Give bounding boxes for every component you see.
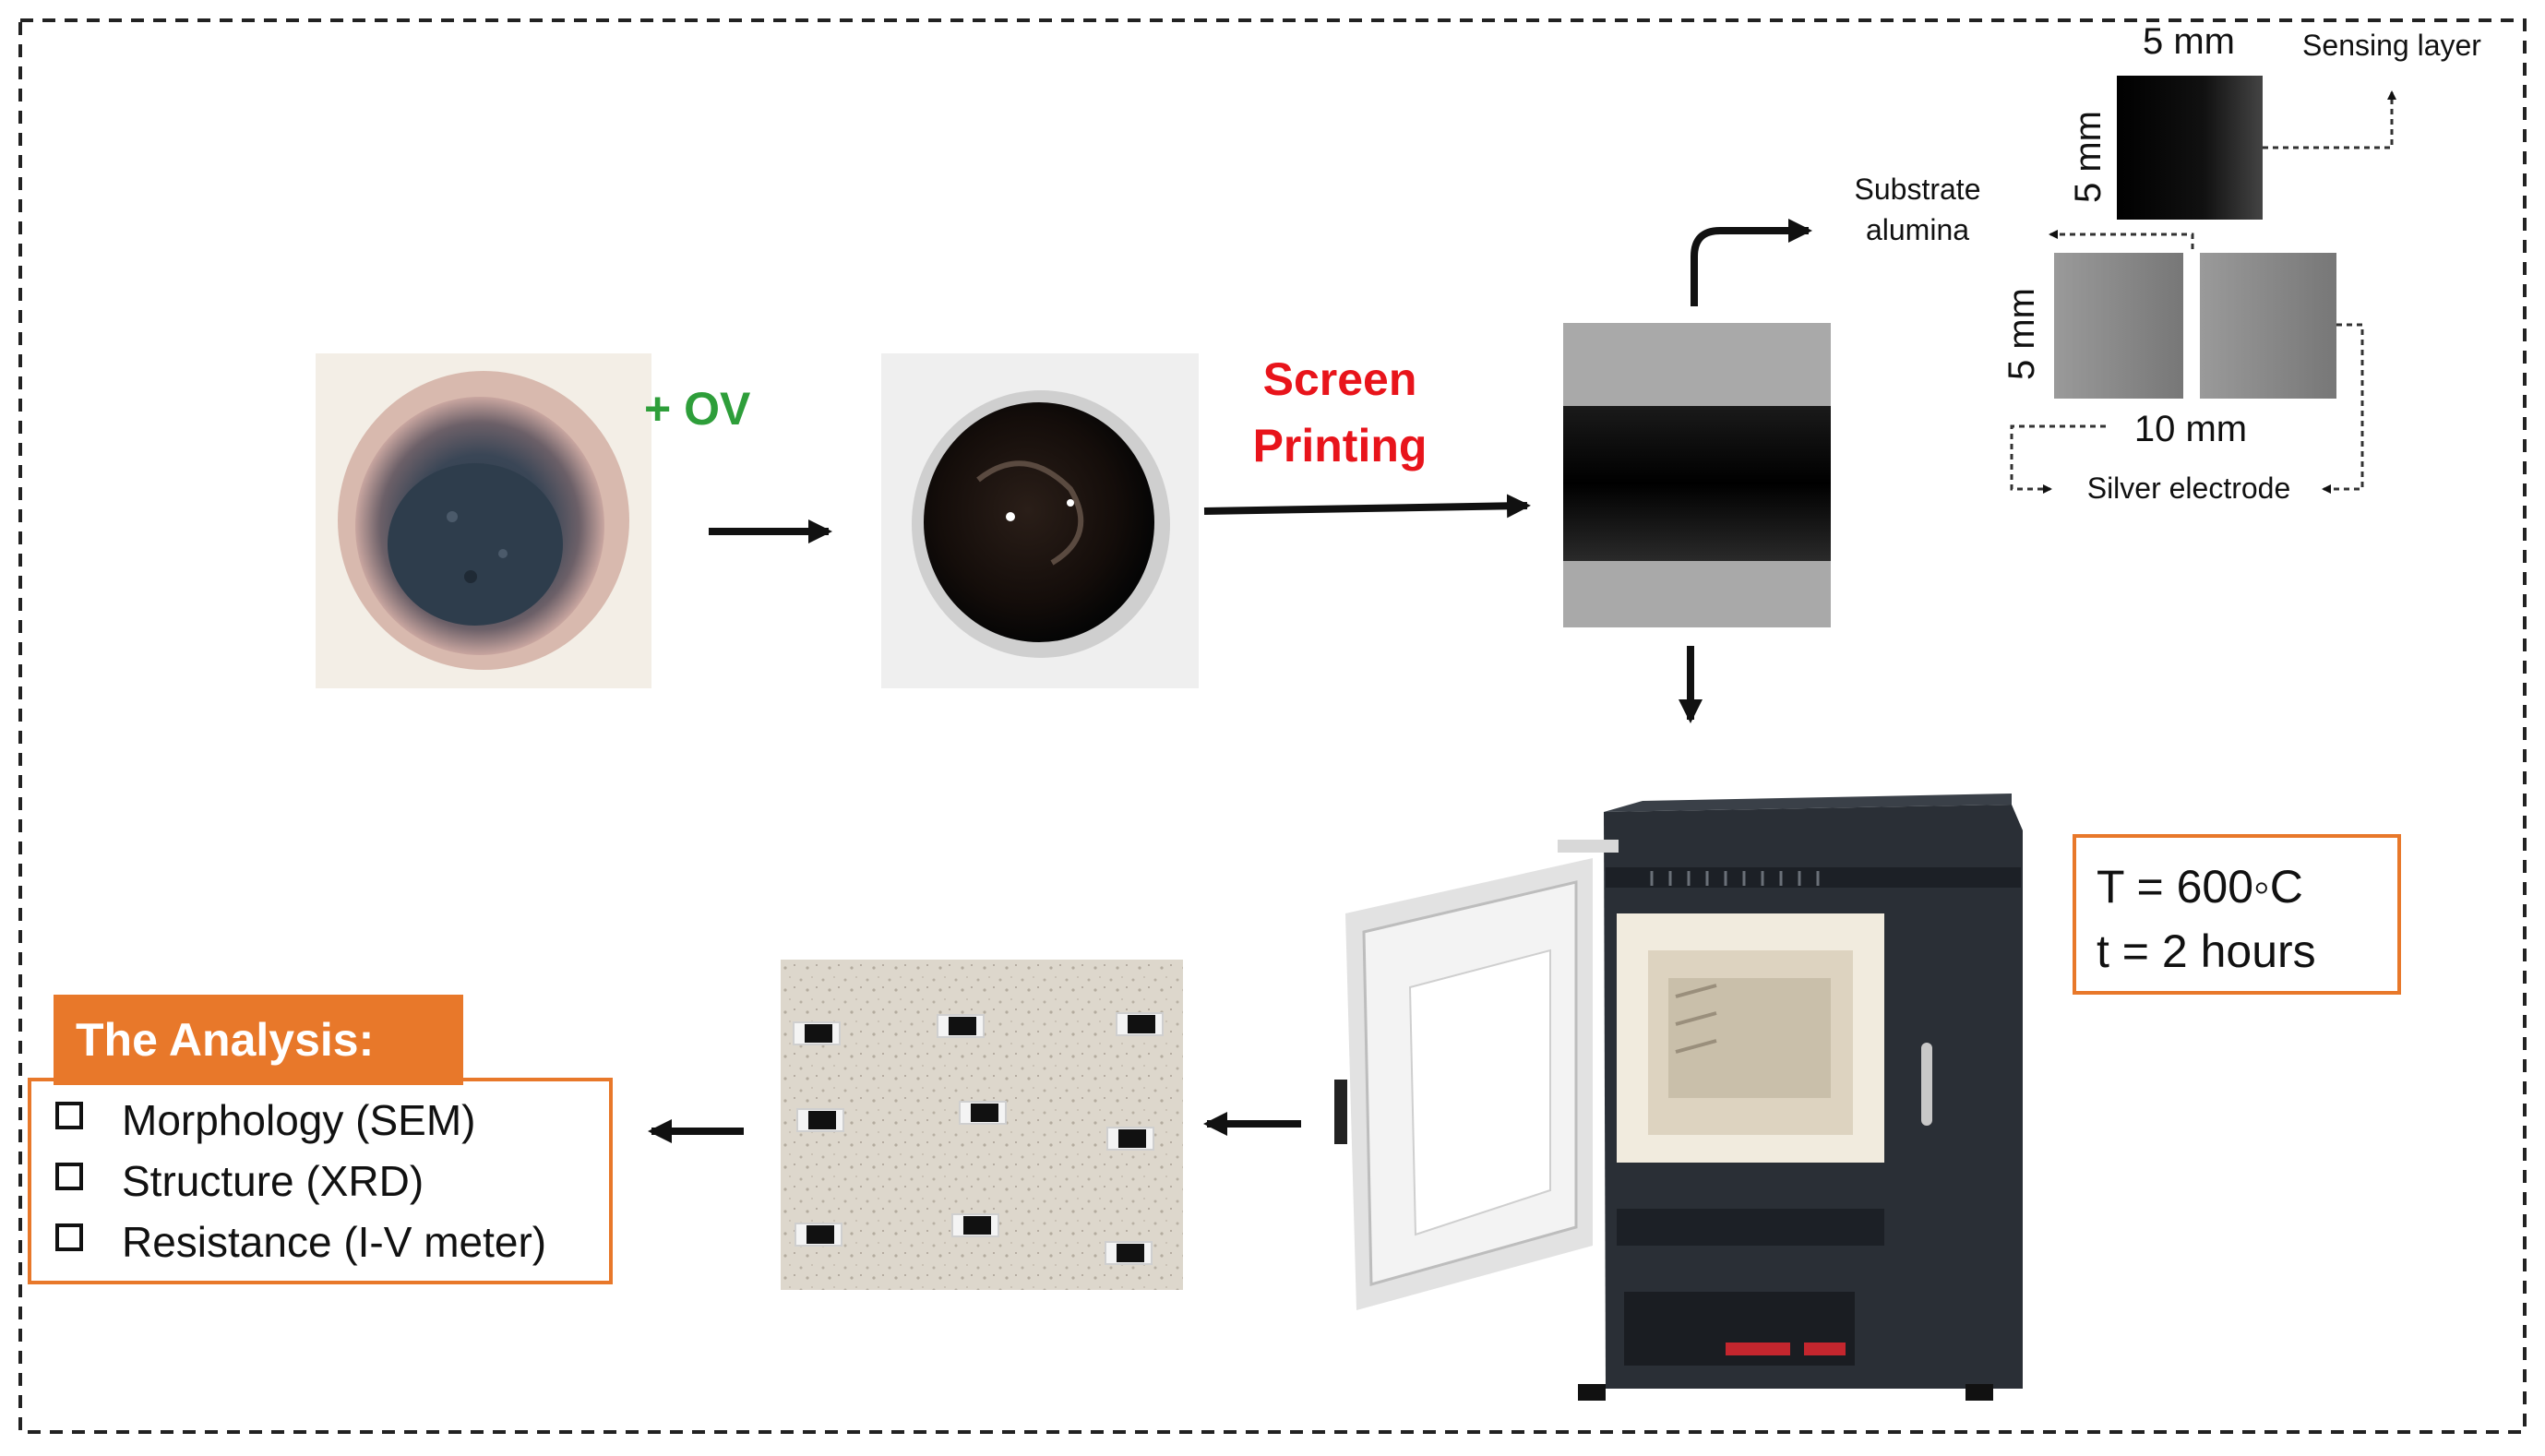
bottom-dimension-label: 10 mm: [2134, 409, 2247, 449]
silver-electrode-label: Silver electrode: [2087, 471, 2291, 505]
furnace-image: [1334, 794, 2023, 1401]
paste-dish-photo: [881, 353, 1199, 688]
arrow-right-icon: [1203, 494, 1531, 519]
sensor-schematic: 5 mm Sensing layer 5 mm Substrate alumin…: [1855, 21, 2482, 505]
analysis-item: Morphology (SEM): [122, 1096, 475, 1144]
printing-label: Printing: [1253, 420, 1428, 471]
time-label: t = 2 hours: [2097, 925, 2316, 977]
plus-ov-label: + OV: [644, 383, 751, 435]
checkbox-icon: [55, 1163, 83, 1190]
left-dimension-top-label: 5 mm: [2068, 111, 2109, 203]
analysis-item: Structure (XRD): [122, 1157, 424, 1205]
outer-frame: [18, 18, 2527, 1434]
analysis-list: Morphology (SEM) Structure (XRD) Resista…: [55, 1096, 546, 1266]
temperature-label: T = 600◦C: [2097, 861, 2303, 913]
arrow-right-icon: [1691, 219, 1812, 306]
alumina-label: alumina: [1866, 213, 1969, 246]
electrode-right: [2200, 253, 2336, 399]
sensing-layer-label: Sensing layer: [2302, 29, 2481, 62]
analysis-item: Resistance (I-V meter): [122, 1218, 546, 1266]
analysis-title: The Analysis:: [76, 1014, 374, 1066]
electrode-left: [2054, 253, 2183, 399]
analysis-box: [28, 1078, 613, 1284]
checkbox-icon: [55, 1102, 83, 1129]
checkbox-icon: [55, 1223, 83, 1251]
conditions-box: [2073, 834, 2401, 995]
sensing-layer-square: [2117, 76, 2263, 220]
analysis-title-box: [54, 995, 463, 1085]
sensor-chips-photo: [781, 960, 1183, 1290]
left-dimension-bottom-label: 5 mm: [2001, 288, 2042, 380]
substrate-label: Substrate: [1855, 173, 1981, 206]
printed-substrate: [1563, 323, 1831, 627]
top-dimension-label: 5 mm: [2143, 21, 2235, 62]
screen-label: Screen: [1263, 353, 1417, 405]
mortar-powder-photo: [316, 353, 651, 688]
